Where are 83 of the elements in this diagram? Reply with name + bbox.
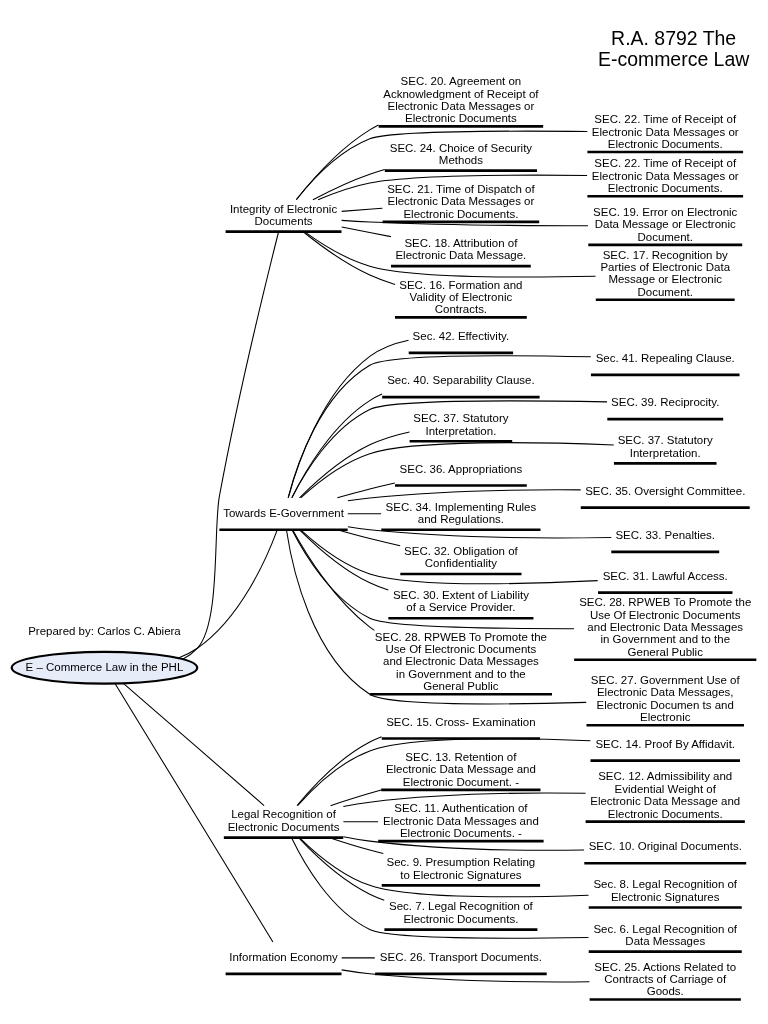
- connector: [297, 737, 591, 806]
- node-text: Sec. 6. Legal Recognition of Data Messages: [593, 922, 738, 947]
- connector: [342, 820, 379, 822]
- connector: [341, 225, 392, 237]
- node-text: SEC. 10. Original Documents.: [588, 839, 742, 852]
- node-text: SEC. 31. Lawful Access.: [602, 569, 728, 582]
- connector: [299, 430, 410, 498]
- node-text: Information Economy: [229, 950, 338, 963]
- node-text: SEC. 35. Oversight Committee.: [585, 484, 746, 497]
- connector: [304, 230, 597, 277]
- node-ellipse: E – Commerce Law in the PHL: [10, 650, 199, 685]
- node-text: SEC. 16. Formation and Validity of Electronic Contracts.: [399, 278, 523, 315]
- connector: [330, 788, 383, 806]
- node-text: SEC. 21. Time of Dispatch of Electronic Data Messages or Electronic Documents.: [387, 182, 535, 220]
- connector: [329, 836, 384, 854]
- connector: [296, 735, 383, 806]
- node-text: SEC. 22. Time of Receipt of Electronic Data Messages or Electronic Documents.: [591, 112, 739, 150]
- label: Prepared by: Carlos C. Abiera: [28, 624, 181, 637]
- node-text: SEC. 28. RPWEB To Promote the Use Of Electronic Documents and Electronic Data Messages in Government and to the General Public: [374, 630, 547, 692]
- connector: [298, 836, 385, 901]
- connector: [341, 207, 383, 212]
- node-text: Sec. 41. Repealing Clause.: [595, 351, 735, 364]
- node-text: SEC. 17. Recognition by Parties of Electronic Data Message or Electronic Document.: [600, 248, 731, 298]
- node-text: Sec. 9. Presumption Relating to Electronic Signatures: [386, 855, 536, 881]
- connector: [291, 528, 575, 629]
- node-text: SEC. 20. Agreement on Acknowledgment of Receipt of Electronic Data Messages or Electronic Documents: [383, 74, 539, 124]
- node-text: SEC. 24. Choice of Security Methods: [389, 141, 533, 166]
- connector: [341, 968, 590, 982]
- connector: [300, 528, 599, 584]
- node-text: SEC. 14. Proof By Affidavit.: [595, 737, 736, 750]
- node-text: SEC. 36. Appropriations: [399, 462, 523, 475]
- node-text: SEC. 19. Error on Electronic Data Message or Electronic Document.: [593, 205, 738, 243]
- connector: [177, 528, 278, 659]
- connector: [336, 528, 401, 546]
- node-text: SEC. 22. Time of Receipt of Electronic Data Messages or Electronic Documents.: [591, 156, 739, 194]
- node-text: Legal Recognition of Electronic Documents: [227, 807, 340, 833]
- node-text: SEC. 32. Obligation of Confidentiality: [404, 544, 518, 569]
- node-text: Towards E-Government: [223, 506, 344, 519]
- node-text: SEC. 12. Admissibility and Evidential Weight of Electronic Data Message and Electronic Documents.: [590, 769, 741, 820]
- connector: [300, 441, 615, 498]
- connector: [317, 174, 588, 200]
- node-text: SEC. 27. Government Use of Electronic Data Messages, Electronic Documen ts and Electronic: [590, 673, 740, 723]
- connector: [341, 219, 589, 226]
- connector: [291, 836, 590, 939]
- node-text: SEC. 33. Penalties.: [615, 528, 716, 541]
- connector: [114, 682, 274, 942]
- connector: [299, 836, 590, 897]
- connector: [347, 488, 582, 501]
- connector: [295, 130, 588, 200]
- node-text: Sec. 7. Legal Recognition of Electronic Documents.: [389, 899, 533, 925]
- node-text: SEC. 37. Statutory Interpretation.: [413, 411, 509, 437]
- connector: [302, 230, 396, 285]
- connector: [347, 512, 382, 514]
- connector: [341, 956, 376, 958]
- node-text: SEC. 26. Transport Documents.: [379, 950, 542, 963]
- connector: [287, 354, 592, 498]
- node-text: SEC. 34. Implementing Rules and Regulations.: [385, 500, 537, 525]
- connector: [299, 528, 389, 591]
- node-text: SEC. 25. Actions Related to Contracts of Carriage of Goods.: [594, 960, 737, 997]
- connector: [292, 528, 375, 631]
- connector: [291, 399, 608, 498]
- connector: [342, 835, 585, 851]
- connector: [336, 482, 396, 498]
- connector: [182, 230, 280, 660]
- node-text: Sec. 8. Legal Recognition of Electronic Signatures: [593, 877, 738, 903]
- node-text: Integrity of Electronic Documents: [229, 202, 338, 227]
- node-text: SEC. 18. Attribution of Electronic Data Message.: [395, 236, 527, 261]
- node-text: SEC. 39. Reciprocity.: [611, 395, 720, 408]
- diagram-title: R.A. 8792 The E-commerce Law: [597, 26, 750, 70]
- node-text: SEC. 30. Extent of Liability of a Service Provider.: [392, 588, 529, 613]
- node-text: SEC. 15. Cross- Examination: [386, 715, 536, 728]
- node-text: SEC. 11. Authentication of Electronic Data Messages and Electronic Documents. -: [383, 801, 539, 839]
- connector: [312, 168, 386, 200]
- node-text: Sec. 40. Separability Clause.: [387, 373, 535, 386]
- connector: [287, 339, 410, 498]
- connector: [122, 682, 265, 806]
- connector: [285, 529, 587, 704]
- node-text: SEC. 13. Retention of Electronic Data Message and Electronic Document. -: [385, 750, 536, 788]
- node-text: SEC. 37. Statutory Interpretation.: [617, 433, 713, 459]
- connector: [342, 792, 587, 807]
- connector: [347, 525, 612, 538]
- node-text: Sec. 42. Effectivity.: [412, 329, 510, 342]
- node-text: SEC. 28. RPWEB To Promote the Use Of Electronic Documents and Electronic Data Messages in Government and to the General Public: [579, 595, 752, 658]
